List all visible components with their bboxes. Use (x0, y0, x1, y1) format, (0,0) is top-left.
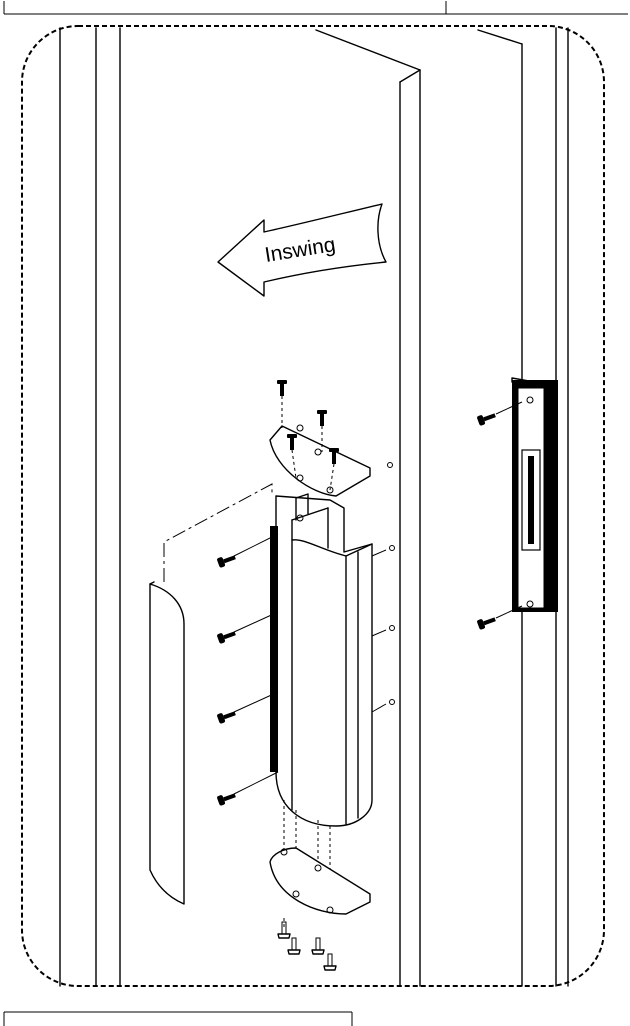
door-slab (315, 29, 421, 987)
magnetic-lock (511, 377, 558, 612)
bottom-title-block (3, 1011, 353, 1026)
top-screws (277, 380, 339, 491)
screw-icon (217, 793, 236, 806)
top-cap-plate (269, 424, 393, 497)
housing-extrusion (270, 493, 373, 827)
screw-icon (287, 937, 301, 955)
bottom-cap-plate (269, 847, 371, 915)
lock-screws (477, 401, 523, 630)
screw-icon (477, 617, 496, 630)
side-cover (149, 483, 273, 905)
screw-icon (317, 410, 327, 426)
screw-icon (277, 921, 291, 939)
screw-icon (287, 434, 297, 450)
door-holes (371, 545, 395, 713)
screw-icon (217, 711, 236, 724)
side-screws (217, 533, 279, 806)
door-frame-left (59, 27, 121, 987)
inswing-arrow: Inswing (217, 203, 387, 297)
screw-icon (217, 555, 236, 568)
detail-frame (21, 25, 605, 987)
screw-icon (311, 937, 325, 955)
screw-icon (217, 631, 236, 644)
screw-icon (477, 413, 496, 426)
screw-icon (329, 448, 339, 464)
bottom-screws (277, 918, 337, 971)
top-title-block (3, 1, 628, 15)
screw-icon (323, 953, 337, 971)
screw-icon (277, 380, 287, 396)
